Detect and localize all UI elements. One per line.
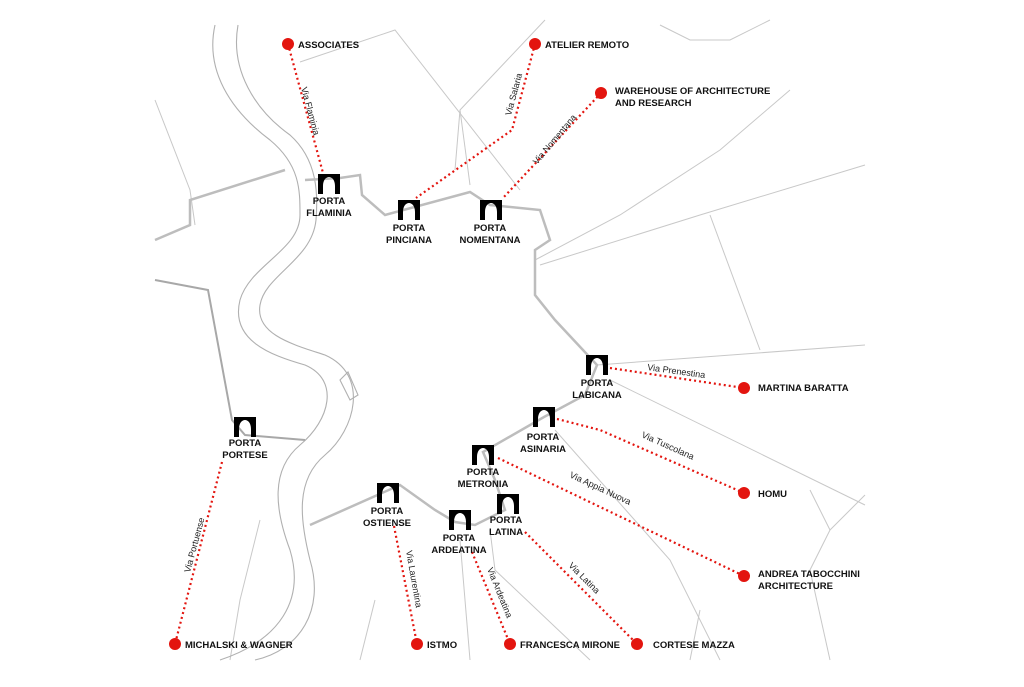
studio-francesca-mirone[interactable]: FRANCESCA MIRONE: [504, 638, 620, 651]
location-dot-icon: [738, 570, 750, 582]
gate-label: OSTIENSE: [363, 518, 411, 529]
studio-label: ARCHITECTURE: [758, 581, 833, 592]
location-dot-icon: [169, 638, 181, 650]
studio-istmo[interactable]: ISTMO: [411, 638, 457, 651]
road-label: Via Nomentana: [531, 112, 578, 166]
studio-martina-baratta[interactable]: MARTINA BARATTA: [738, 382, 849, 394]
studio-label: ASSOCIATES: [298, 40, 359, 51]
studio-homu[interactable]: HOMU: [738, 487, 787, 500]
route-via-portuense: [173, 461, 224, 645]
gate-icon: [377, 483, 399, 503]
location-dot-icon: [282, 38, 294, 50]
gate-icon: [398, 200, 420, 220]
gate-label: FLAMINIA: [306, 208, 352, 219]
road-label: Via Appia Nuova: [568, 470, 632, 507]
location-dot-icon: [738, 382, 750, 394]
route-via-laurentina: [392, 525, 419, 645]
aurelian-walls: [154, 168, 599, 527]
location-dot-icon: [504, 638, 516, 650]
road-label: Via Salaria: [503, 72, 524, 116]
route-via-flaminia: [286, 43, 325, 174]
route-via-salaria: [415, 43, 537, 199]
gate-label: PORTA: [393, 223, 426, 234]
gate-label: PORTA: [371, 506, 404, 517]
gate-icon: [318, 174, 340, 194]
road-label: Via Tuscolana: [640, 430, 696, 462]
gate-label: METRONIA: [458, 479, 509, 490]
gate-icon: [449, 510, 471, 530]
gate-label: PORTA: [581, 378, 614, 389]
gate-label: PORTA: [527, 432, 560, 443]
studio-cortese-mazza[interactable]: CORTESE MAZZA: [631, 638, 735, 651]
studio-label: WAREHOUSE OF ARCHITECTURE: [615, 86, 770, 97]
gate-label: PORTA: [443, 533, 476, 544]
route-via-appia-nuova: [497, 457, 745, 577]
gate-label: ARDEATINA: [431, 545, 486, 556]
studio-label: FRANCESCA MIRONE: [520, 640, 620, 651]
location-dot-icon: [595, 87, 607, 99]
location-dot-icon: [411, 638, 423, 650]
route-via-latina: [524, 531, 638, 645]
gate-label: PORTA: [490, 515, 523, 526]
route-via-ardeatina: [470, 551, 512, 645]
road-label: Via Laurentina: [404, 550, 424, 609]
studio-label: MARTINA BARATTA: [758, 383, 849, 394]
gate-icon: [480, 200, 502, 220]
studio-atelier-remoto[interactable]: ATELIER REMOTO: [529, 38, 629, 51]
route-via-nomentana: [502, 92, 602, 199]
location-dot-icon: [738, 487, 750, 499]
road-label: Via Flaminia: [299, 86, 321, 136]
studio-label: AND RESEARCH: [615, 98, 692, 109]
studio-label: HOMU: [758, 489, 787, 500]
gate-label: NOMENTANA: [459, 235, 520, 246]
tiber-river: [212, 24, 359, 661]
studios: ASSOCIATES ATELIER REMOTO WAREHOUSE OF A…: [169, 38, 860, 651]
location-dot-icon: [529, 38, 541, 50]
gate-label: PORTA: [467, 467, 500, 478]
gate-label: PORTA: [313, 196, 346, 207]
studio-label: ISTMO: [427, 640, 457, 651]
studio-label: CORTESE MAZZA: [653, 640, 735, 651]
studio-label: ANDREA TABOCCHINI: [758, 569, 860, 580]
gate-label: LATINA: [489, 527, 523, 538]
gate-label: PORTA: [474, 223, 507, 234]
studio-associates[interactable]: ASSOCIATES: [282, 38, 359, 51]
gate-label: PORTESE: [222, 450, 267, 461]
street-network: [154, 19, 866, 661]
studio-michalski-wagner[interactable]: MICHALSKI & WAGNER: [169, 638, 293, 651]
gate-label: PINCIANA: [386, 235, 432, 246]
gate-label: LABICANA: [572, 390, 622, 401]
routes: [173, 43, 745, 645]
gate-label: ASINARIA: [520, 444, 566, 455]
gate-label: PORTA: [229, 438, 262, 449]
gate-icon: [497, 494, 519, 514]
location-dot-icon: [631, 638, 643, 650]
studio-label: MICHALSKI & WAGNER: [185, 640, 293, 651]
studio-label: ATELIER REMOTO: [545, 40, 629, 51]
